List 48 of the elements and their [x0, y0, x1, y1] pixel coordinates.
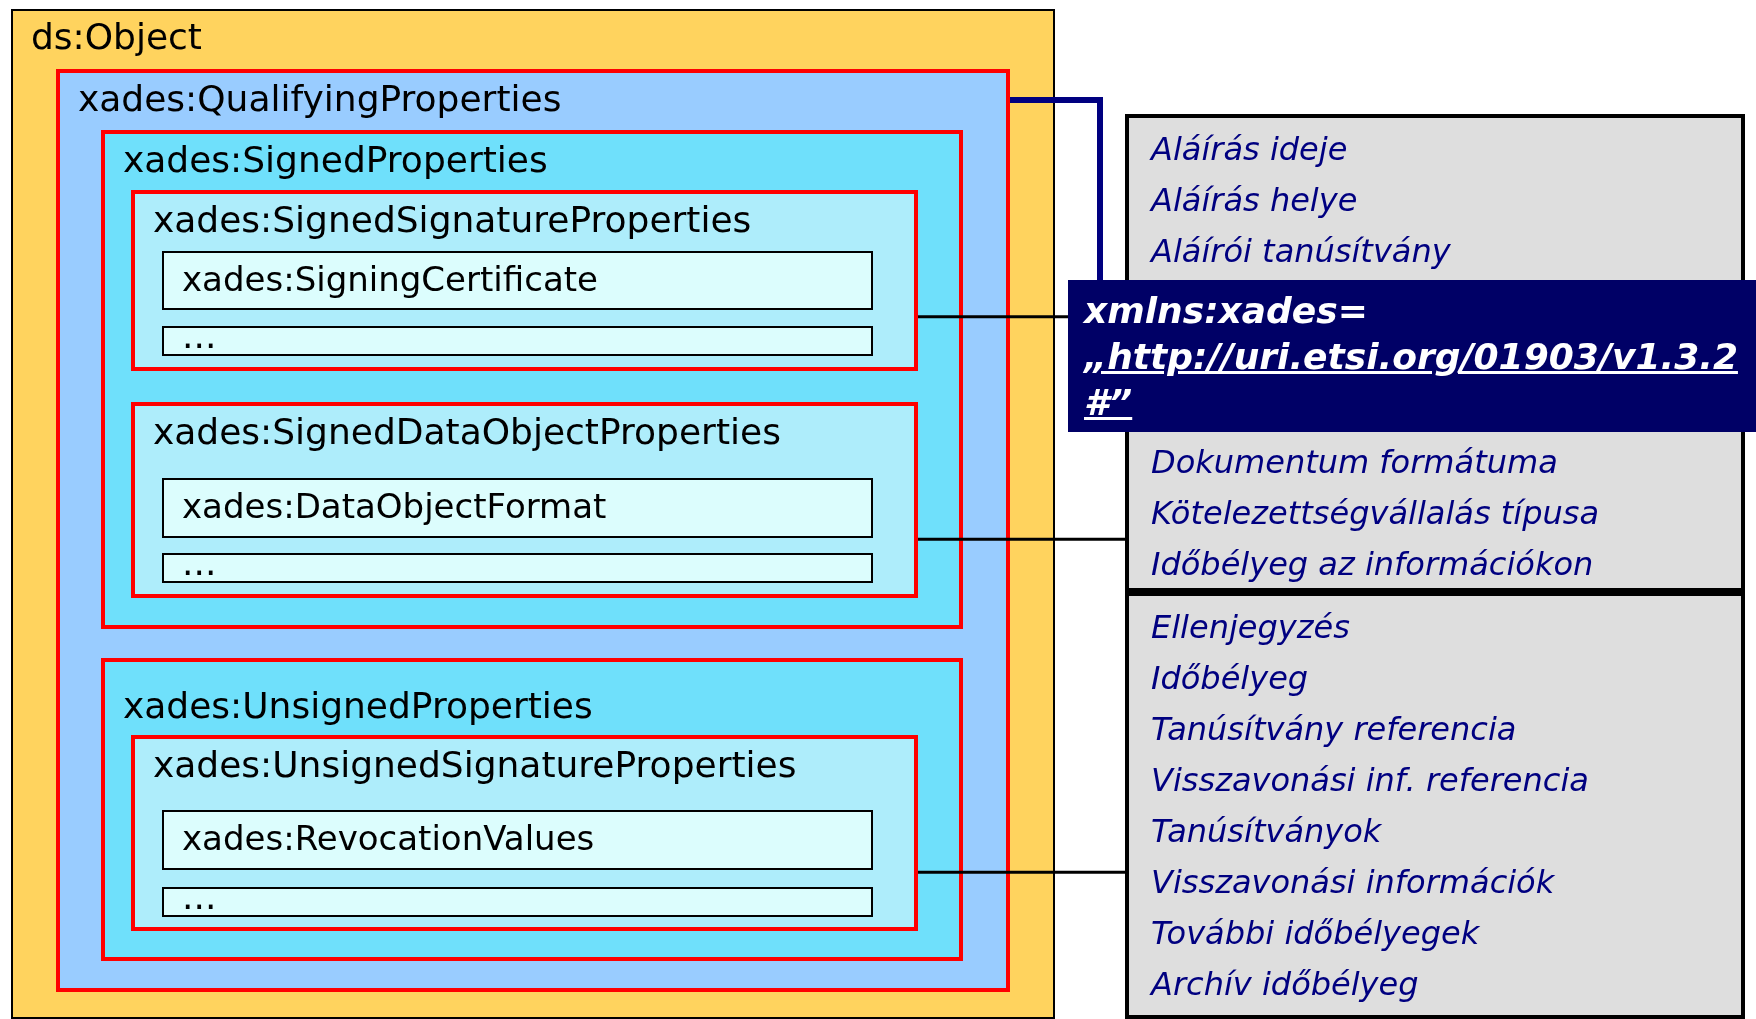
list-item-text: Visszavonási információk [1151, 862, 1556, 903]
container-title: xades:UnsignedSignatureProperties [153, 743, 797, 787]
element-label: ... [182, 541, 217, 585]
container-title: xades:SignedSignatureProperties [153, 198, 752, 242]
namespace-tooltip [1068, 280, 1756, 432]
container-title: ds:Object [31, 15, 202, 59]
list-item-text: Tanúsítványok [1151, 811, 1383, 852]
list-item-text: Tanúsítvány referencia [1151, 709, 1518, 750]
list-item-text: Időbélyeg az információkon [1151, 544, 1595, 585]
connector-line [918, 537, 1125, 541]
list-item-text: Kötelezettségvállalás típusa [1151, 493, 1601, 534]
element-box [162, 478, 873, 538]
element-label: xades:SigningCertificate [182, 258, 598, 301]
element-label: ... [182, 314, 217, 358]
element-label: xades:RevocationValues [182, 817, 595, 860]
element-label: ... [182, 875, 217, 919]
container-box [131, 190, 918, 371]
container-box [101, 658, 963, 961]
container-box [56, 69, 1010, 992]
element-label: xades:DataObjectFormat [182, 485, 607, 528]
namespace-declaration: xmlns:xades= [1084, 289, 1369, 333]
list-item-text: Aláírás helye [1151, 180, 1359, 221]
container-title: xades:UnsignedProperties [123, 684, 593, 728]
container-title: xades:SignedDataObjectProperties [153, 410, 781, 454]
namespace-uri: „http://uri.etsi.org/01903/v1.3.2#” [1084, 335, 1739, 425]
connector-line [918, 870, 1125, 874]
list-item-text: Visszavonási inf. referencia [1151, 760, 1590, 801]
container-title: xades:QualifyingProperties [78, 77, 562, 121]
list-item-text: Aláírói tanúsítvány [1151, 231, 1452, 272]
element-box [162, 326, 873, 356]
container-title: xades:SignedProperties [123, 138, 548, 182]
element-box [162, 810, 873, 870]
element-box [162, 553, 873, 583]
connector-line [1010, 97, 1103, 280]
list-item-text: Archív időbélyeg [1151, 964, 1420, 1005]
list-item-text: Ellenjegyzés [1151, 607, 1351, 648]
list-item-text: Dokumentum formátuma [1151, 442, 1559, 483]
container-box [11, 9, 1055, 1019]
list-box [1125, 592, 1745, 1019]
list-item-text: További időbélyegek [1151, 913, 1481, 954]
container-box [101, 130, 963, 629]
list-item-text: Időbélyeg [1151, 658, 1310, 699]
container-box [131, 402, 918, 598]
list-item-text: Aláírás ideje [1151, 129, 1349, 170]
element-box [162, 887, 873, 917]
connector-line [918, 315, 1068, 319]
container-box [131, 735, 918, 931]
element-box [162, 251, 873, 310]
